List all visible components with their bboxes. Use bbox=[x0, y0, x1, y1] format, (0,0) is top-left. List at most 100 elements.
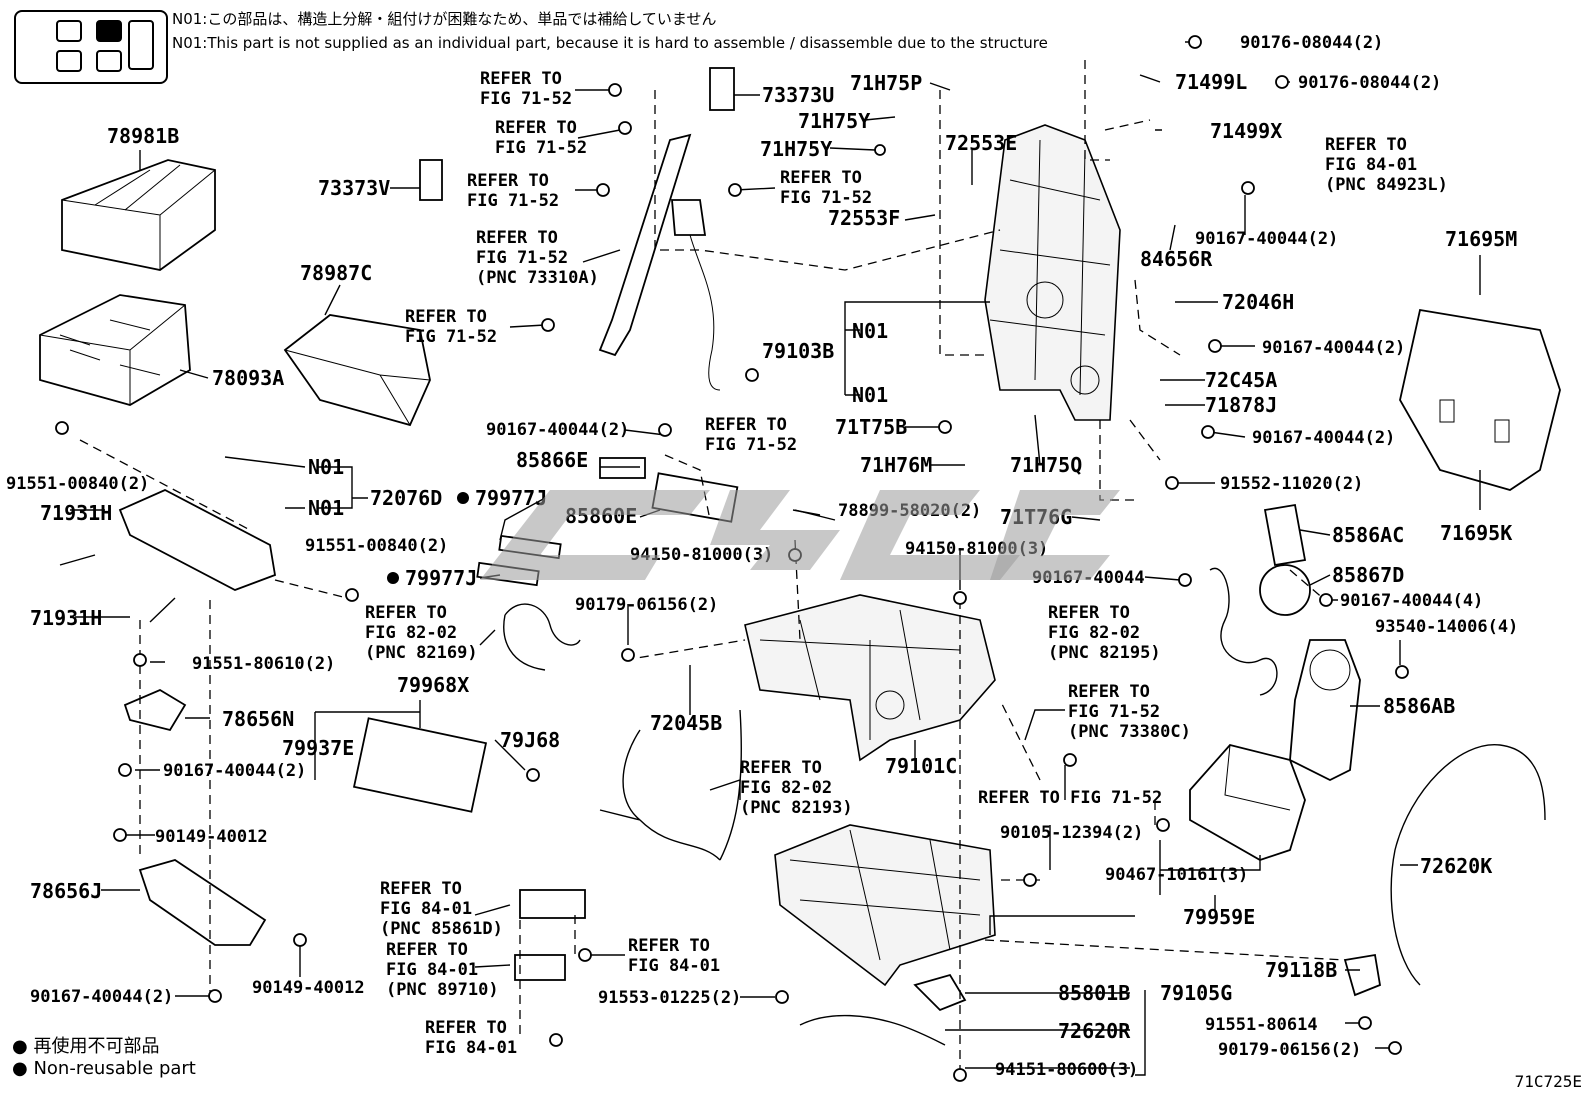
label-90167-r4: 90167-40044(4) bbox=[1340, 591, 1483, 611]
ref-12b: FIG 71-52 bbox=[1068, 702, 1160, 722]
label-91552: 91552-11020(2) bbox=[1220, 474, 1363, 494]
ref-5a: REFER TO bbox=[405, 307, 487, 327]
tray-drawing bbox=[1189, 743, 1306, 861]
ref-12a: REFER TO bbox=[1068, 682, 1150, 702]
panel-79968X-drawing bbox=[352, 717, 488, 813]
label-71931H-b: 71931H bbox=[30, 606, 102, 630]
non-reusable-bullet-icon: ● bbox=[12, 1036, 28, 1057]
ref-17a: REFER TO bbox=[425, 1018, 507, 1038]
seat-cell-icon bbox=[128, 20, 154, 70]
seatback-frame-drawing bbox=[984, 124, 1121, 421]
label-90167-m: 90167-40044(2) bbox=[486, 420, 629, 440]
harness-82169-drawing bbox=[503, 603, 581, 671]
ref-10b: FIG 82-02 bbox=[740, 778, 832, 798]
legend-english-text: Non-reusable part bbox=[33, 1058, 196, 1079]
label-84656R: 84656R bbox=[1140, 247, 1213, 271]
label-94151: 94151-80600(3) bbox=[995, 1060, 1138, 1080]
label-85801B: 85801B bbox=[1058, 981, 1130, 1005]
label-71931H-a: 71931H bbox=[40, 501, 112, 525]
label-72C45A: 72C45A bbox=[1205, 368, 1277, 392]
back-panel-drawing bbox=[1399, 308, 1561, 491]
label-N01-b: N01 bbox=[852, 383, 888, 407]
ref-10a: REFER TO bbox=[740, 758, 822, 778]
ref-1b: FIG 71-52 bbox=[480, 89, 572, 109]
label-71T75B: 71T75B bbox=[835, 415, 907, 439]
label-71695M: 71695M bbox=[1445, 227, 1517, 251]
ref-11c: (PNC 82195) bbox=[1048, 643, 1161, 663]
ref-15a: REFER TO bbox=[386, 940, 468, 960]
cover-drawing bbox=[283, 314, 431, 427]
ref-8a: REFER TO bbox=[1325, 135, 1407, 155]
label-85867D: 85867D bbox=[1332, 563, 1404, 587]
label-90149-a: 90149-40012 bbox=[155, 827, 268, 847]
ref-1a: REFER TO bbox=[480, 69, 562, 89]
side-covers-drawing bbox=[1259, 503, 1361, 782]
ref-8b: FIG 84-01 bbox=[1325, 155, 1417, 175]
ref-2b: FIG 71-52 bbox=[495, 138, 587, 158]
ref-14b: FIG 84-01 bbox=[380, 899, 472, 919]
label-94150-a: 94150-81000(3) bbox=[630, 545, 773, 565]
label-85866E: 85866E bbox=[516, 448, 588, 472]
ref-4c: (PNC 73310A) bbox=[476, 268, 599, 288]
label-79959E: 79959E bbox=[1183, 905, 1255, 929]
ref-3b: FIG 71-52 bbox=[467, 191, 559, 211]
seat-position-icon bbox=[14, 10, 168, 84]
cushion-frame-drawing bbox=[39, 294, 191, 406]
module-85861D-drawing bbox=[519, 889, 586, 919]
note-english: N01:This part is not supplied as an indi… bbox=[172, 34, 1048, 52]
non-reusable-marker-b-icon bbox=[387, 572, 399, 584]
seatbelt-drawing bbox=[419, 67, 735, 391]
label-71T76G: 71T76G bbox=[1000, 505, 1072, 529]
note-japanese: N01:この部品は、構造上分解・組付けが困難なため、単品では補給していません bbox=[172, 10, 717, 28]
non-reusable-marker-a-icon bbox=[457, 492, 469, 504]
ref-3a: REFER TO bbox=[467, 171, 549, 191]
label-91551-c: 91551-80610(2) bbox=[192, 654, 335, 674]
label-71H75P: 71H75P bbox=[850, 71, 922, 95]
ref-4b: FIG 71-52 bbox=[476, 248, 568, 268]
handle-85866E-drawing bbox=[599, 457, 646, 479]
harness-drawing bbox=[599, 709, 742, 861]
label-90167-l1: 90167-40044(2) bbox=[163, 761, 306, 781]
seat-cell-icon bbox=[56, 20, 82, 42]
label-71499X: 71499X bbox=[1210, 119, 1282, 143]
label-78093A: 78093A bbox=[212, 366, 284, 390]
bracket-79118B-drawing bbox=[1343, 953, 1382, 997]
ref-9b: FIG 82-02 bbox=[365, 623, 457, 643]
label-79937E: 79937E bbox=[282, 736, 354, 760]
label-90179-b: 90179-06156(2) bbox=[1218, 1040, 1361, 1060]
label-91551-b: 91551-00840(2) bbox=[305, 536, 448, 556]
figure-code: 71C725E bbox=[1514, 1072, 1582, 1091]
bracket-85801B-drawing bbox=[913, 973, 967, 1012]
ref-6b: FIG 71-52 bbox=[780, 188, 872, 208]
ref-2a: REFER TO bbox=[495, 118, 577, 138]
label-8586AC: 8586AC bbox=[1332, 523, 1404, 547]
label-8586AB: 8586AB bbox=[1383, 694, 1455, 718]
label-91551-d: 91551-80614 bbox=[1205, 1015, 1318, 1035]
seat-cell-icon bbox=[56, 50, 82, 72]
label-90149-b: 90149-40012 bbox=[252, 978, 365, 998]
label-71499L: 71499L bbox=[1175, 70, 1247, 94]
label-79101C: 79101C bbox=[885, 754, 957, 778]
cable-72620R-drawing bbox=[799, 1014, 946, 1046]
shield-78656J-drawing bbox=[138, 859, 267, 946]
label-90167-r3: 90167-40044(2) bbox=[1252, 428, 1395, 448]
label-78656N: 78656N bbox=[222, 707, 294, 731]
legend-japanese-text: 再使用不可部品 bbox=[33, 1036, 160, 1057]
label-78899: 78899-58020(2) bbox=[838, 501, 981, 521]
seat-cell-icon bbox=[96, 50, 122, 72]
ref-9c: (PNC 82169) bbox=[365, 643, 478, 663]
label-73373V: 73373V bbox=[318, 176, 390, 200]
label-78987C: 78987C bbox=[300, 261, 372, 285]
cable-72620K-drawing bbox=[1390, 744, 1546, 986]
strip-79977J-b-drawing bbox=[476, 561, 540, 587]
ref-15c: (PNC 89710) bbox=[386, 980, 499, 1000]
label-90105: 90105-12394(2) bbox=[1000, 823, 1143, 843]
ref-7b: FIG 71-52 bbox=[705, 435, 797, 455]
label-72046H: 72046H bbox=[1222, 290, 1294, 314]
ref-5b: FIG 71-52 bbox=[405, 327, 497, 347]
label-79118B: 79118B bbox=[1265, 958, 1337, 982]
label-71H75Y-b: 71H75Y bbox=[760, 137, 832, 161]
label-93540: 93540-14006(4) bbox=[1375, 617, 1518, 637]
label-79977J-a: 79977J bbox=[475, 486, 547, 510]
guide-lines bbox=[79, 60, 1346, 1080]
